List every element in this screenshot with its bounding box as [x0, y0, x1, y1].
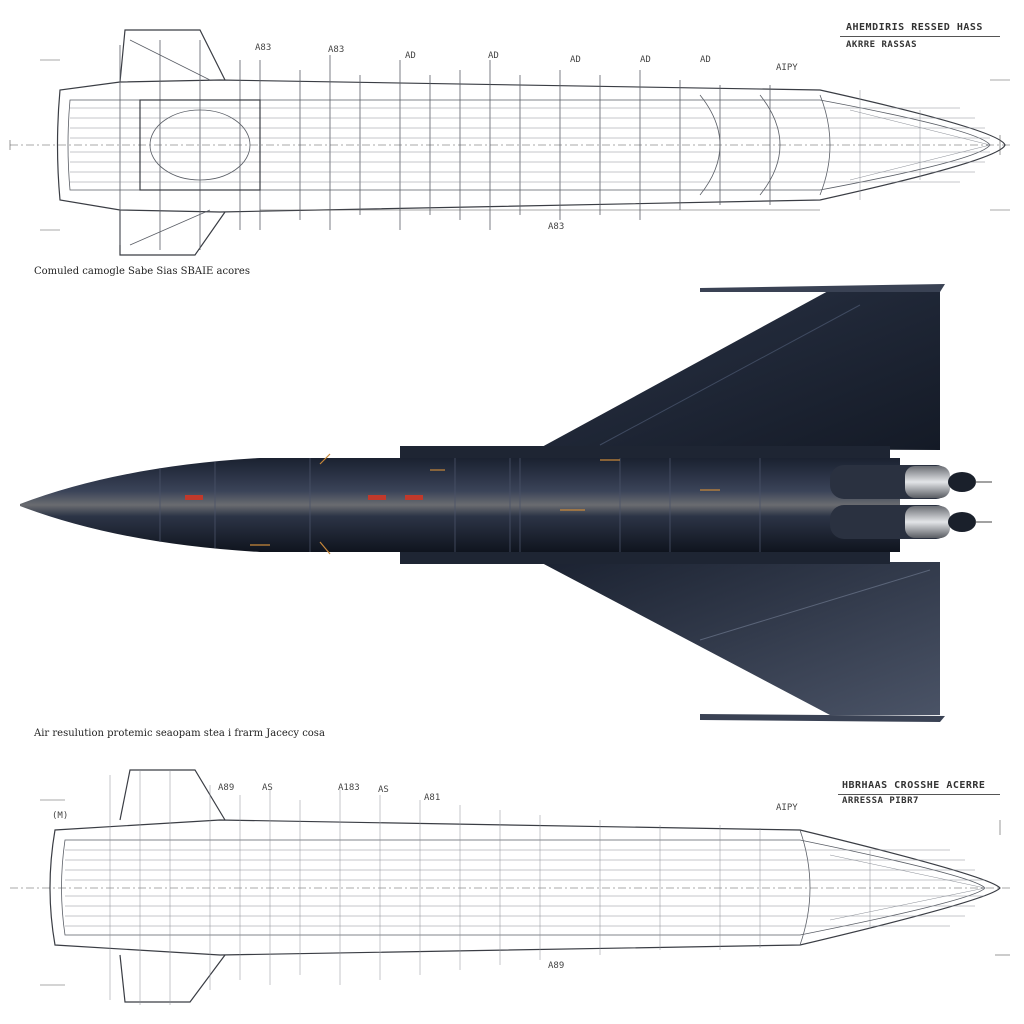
bottom-fuselage-outline — [49, 819, 1001, 956]
hull-marker — [185, 495, 203, 500]
lower-wing — [540, 562, 940, 715]
top-fin-struts — [129, 39, 211, 246]
top-nose-cone — [849, 109, 991, 181]
bottom-frame-lines — [109, 770, 871, 1005]
bottom-upper-fin — [119, 769, 226, 821]
bottom-dim-label: A89 — [548, 961, 564, 971]
hull-marker — [405, 495, 423, 500]
top-dim-label: AD — [700, 55, 711, 65]
bottom-dim-label: AS — [378, 785, 389, 795]
lower-wing-root — [400, 552, 890, 564]
bottom-stringers — [65, 849, 985, 927]
bottom-title-line2: ARRESSA PIBR7 — [842, 796, 919, 806]
upper-exhaust — [948, 472, 976, 492]
top-title-line1: AHEMDIRIS RESSED HASS — [846, 22, 983, 33]
top-bulkheads — [699, 94, 781, 196]
bottom-dim-label: A81 — [424, 793, 440, 803]
fuselage — [20, 458, 900, 552]
bottom-dim-label: A183 — [338, 783, 360, 793]
top-wireframe-drawing: A83 A83 AD AD AD AD AD AIPY A83 — [9, 29, 1010, 256]
top-engine-ring — [149, 109, 251, 181]
lower-nozzle — [905, 506, 950, 538]
top-upper-fin — [119, 29, 226, 83]
top-engine-block — [139, 99, 261, 191]
bottom-dim-label: AIPY — [776, 803, 798, 813]
lower-wing-panel-line — [699, 569, 931, 641]
top-dim-label: AD — [640, 55, 651, 65]
bottom-dim-label: A89 — [218, 783, 234, 793]
lower-wing-tip-rail — [700, 714, 945, 722]
top-title-rule — [840, 36, 1000, 37]
top-dim-label: AD — [570, 55, 581, 65]
top-dimension-ticks — [9, 59, 1010, 231]
top-dim-label: AIPY — [776, 63, 798, 73]
bottom-nose-cone — [829, 854, 986, 921]
top-caption: Comuled camogle Sabe Sias SBAIE acores — [34, 266, 250, 277]
bottom-blueprint-panel: HBRHAAS CROSSHE ACERRE ARRESSA PIBR7 — [0, 740, 1024, 1024]
top-dim-label: A83 — [328, 45, 344, 55]
upper-nozzle — [905, 466, 950, 498]
bottom-dimension-ticks — [40, 799, 1010, 986]
top-dim-label: A83 — [255, 43, 271, 53]
fuselage-panel-seams — [159, 458, 761, 552]
top-blueprint-panel: AHEMDIRIS RESSED HASS AKRRE RASSAS — [0, 0, 1024, 280]
lower-exhaust — [948, 512, 976, 532]
top-fuselage-outline — [56, 79, 1006, 213]
upper-wing-panel-line — [599, 304, 861, 446]
upper-wing-tip-rail — [700, 284, 945, 292]
top-dim-label: A83 — [548, 222, 564, 232]
render-panel: Air resulution protemic seaopam stea i f… — [0, 270, 1024, 740]
aircraft-render — [20, 284, 992, 722]
fuselage-accent-lines — [250, 453, 720, 555]
bottom-lower-fin — [119, 954, 226, 1003]
top-stringers — [70, 107, 990, 183]
upper-wing-root — [400, 446, 890, 460]
top-dim-label: AD — [405, 51, 416, 61]
top-inner-outline — [67, 99, 991, 191]
top-dim-label: AD — [488, 51, 499, 61]
render-caption: Air resulution protemic seaopam stea i f… — [34, 728, 325, 739]
top-lower-fin — [119, 210, 226, 256]
bottom-nose-joint — [799, 829, 811, 946]
top-title-line2: AKRRE RASSAS — [846, 40, 918, 50]
hull-marker — [368, 495, 386, 500]
bottom-inner-outline — [61, 839, 986, 936]
bottom-dim-label: (M) — [52, 811, 68, 821]
bottom-title-line1: HBRHAAS CROSSHE ACERRE — [842, 780, 986, 791]
top-nose-joint — [819, 94, 831, 196]
bottom-wireframe-drawing: (M) A89 AS A183 AS A81 AIPY A89 — [10, 769, 1010, 1005]
bottom-title-rule — [838, 794, 1000, 795]
bottom-dim-label: AS — [262, 783, 273, 793]
